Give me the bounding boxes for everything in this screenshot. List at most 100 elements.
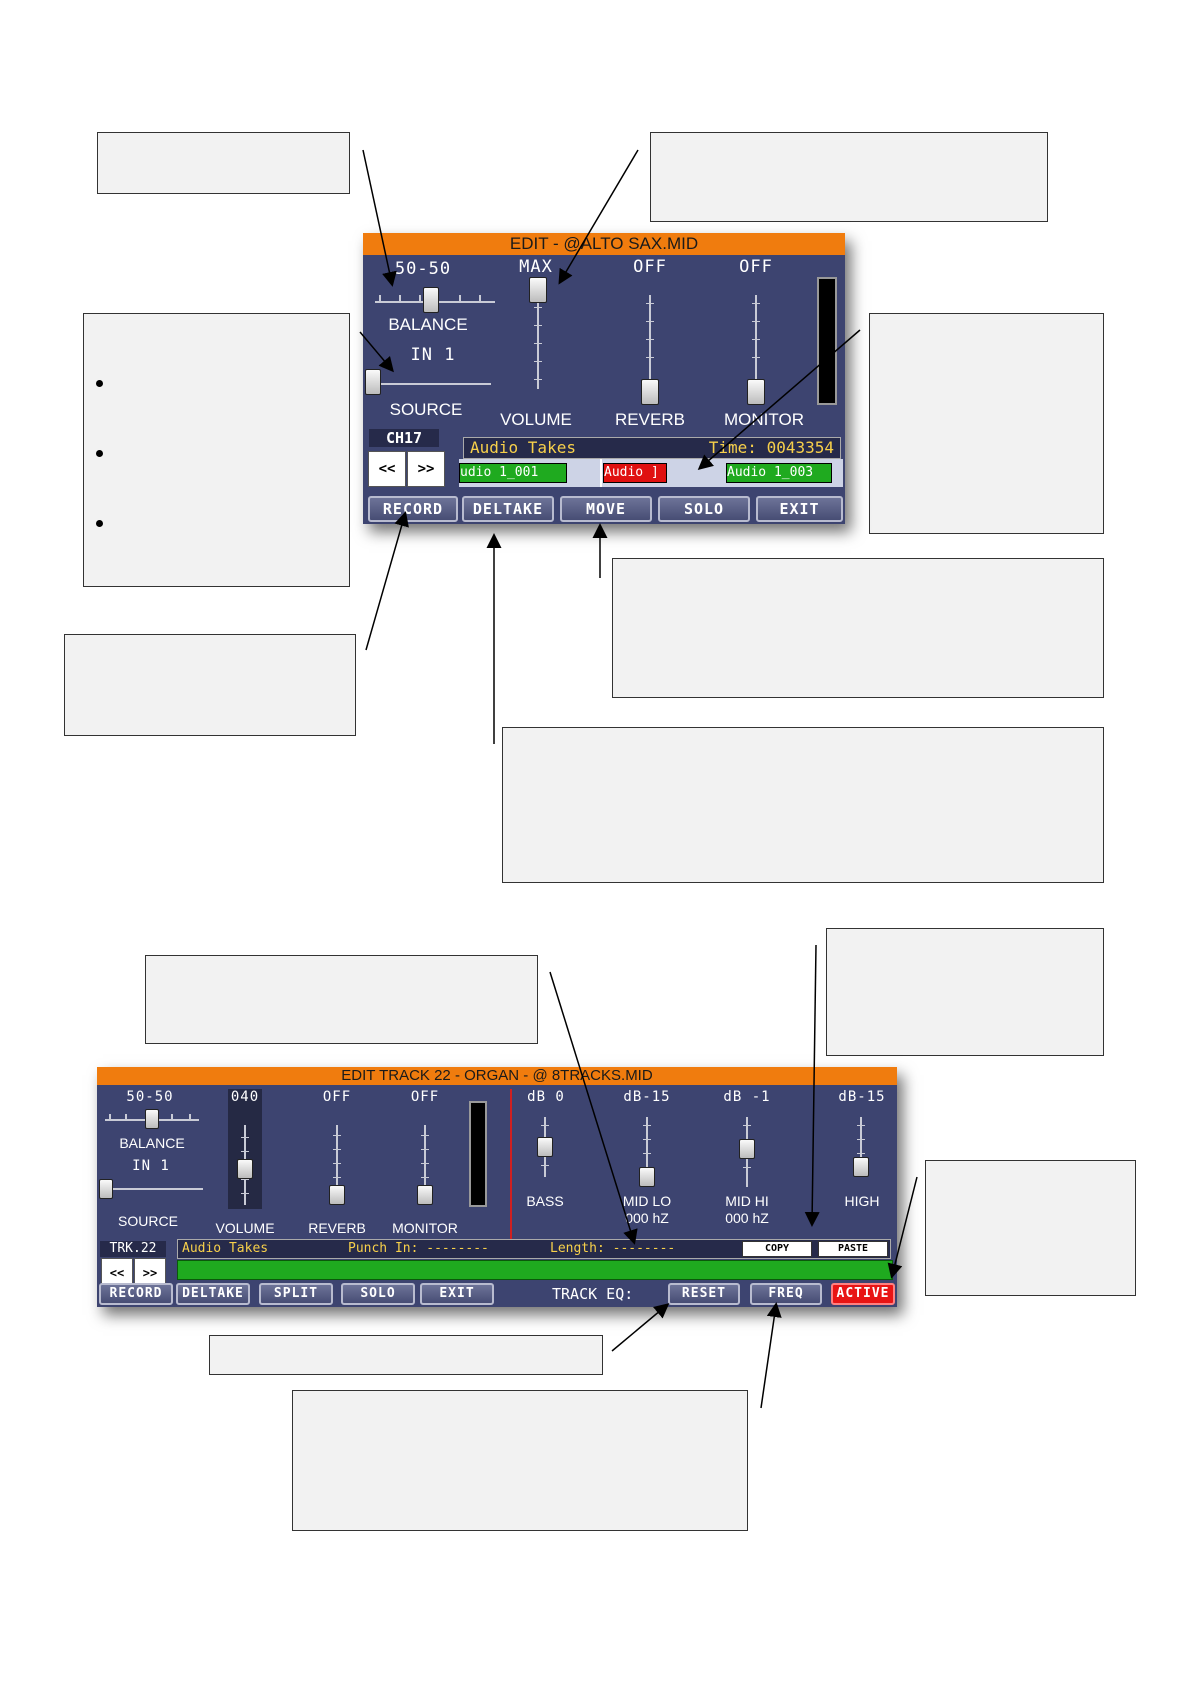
reverb-knob[interactable]: [329, 1185, 345, 1205]
eq-high-value: dB-15: [838, 1089, 886, 1105]
eq-high-label: HIGH: [844, 1193, 880, 1209]
eq-bass-value: dB 0: [527, 1089, 565, 1105]
arrow-reset: [611, 1303, 670, 1352]
channel-label: CH17: [369, 429, 439, 447]
eq-midhi-fader[interactable]: [735, 1117, 759, 1187]
balance-knob[interactable]: [145, 1109, 159, 1129]
source-knob[interactable]: [99, 1179, 113, 1199]
record-button[interactable]: RECORD: [368, 496, 458, 522]
deltake-button[interactable]: DELTAKE: [176, 1283, 250, 1305]
eq-midlo-fader[interactable]: [635, 1117, 659, 1187]
reverb-fader[interactable]: [325, 1125, 349, 1205]
balance-slider[interactable]: [105, 1105, 199, 1133]
source-slider[interactable]: [365, 363, 491, 399]
balance-slider[interactable]: [375, 281, 495, 321]
volume-fader[interactable]: [523, 277, 553, 397]
source-slider[interactable]: [99, 1175, 203, 1203]
callout-deltake: [502, 727, 1104, 883]
source-value: IN 1: [132, 1158, 170, 1174]
reset-button[interactable]: RESET: [668, 1283, 740, 1305]
prev-button[interactable]: <<: [368, 451, 406, 487]
monitor-knob[interactable]: [417, 1185, 433, 1205]
callout-punch: [145, 955, 538, 1044]
callout-balance: [97, 132, 350, 194]
freq-button[interactable]: FREQ: [750, 1283, 822, 1305]
eq-midlo-freq: 000 hZ: [625, 1210, 669, 1226]
callout-move: [612, 558, 1104, 698]
paste-button[interactable]: PASTE: [818, 1241, 888, 1257]
eq-bass-fader[interactable]: [533, 1117, 557, 1177]
eq-midlo-knob[interactable]: [639, 1167, 655, 1187]
audio-takes-header: Audio Takes Punch In: -------- Length: -…: [177, 1239, 891, 1259]
split-button[interactable]: SPLIT: [259, 1283, 333, 1305]
callout-reset: [209, 1335, 603, 1375]
reverb-knob[interactable]: [641, 379, 659, 405]
reverb-label: REVERB: [308, 1220, 366, 1236]
reverb-value: OFF: [633, 257, 667, 277]
eq-high-knob[interactable]: [853, 1157, 869, 1177]
balance-value: 50-50: [126, 1089, 174, 1105]
balance-knob[interactable]: [423, 287, 439, 313]
exit-button[interactable]: EXIT: [756, 496, 843, 522]
eq-bass-label: BASS: [526, 1193, 564, 1209]
take-item[interactable]: udio 1_001: [459, 463, 567, 483]
volume-label: VOLUME: [500, 410, 572, 429]
solo-button[interactable]: SOLO: [658, 496, 750, 522]
next-button[interactable]: >>: [407, 451, 445, 487]
panel-title: EDIT - @ALTO SAX.MID: [363, 233, 845, 255]
panel-title: EDIT TRACK 22 - ORGAN - @ 8TRACKS.MID: [97, 1067, 897, 1085]
track-label: TRK.22: [100, 1241, 166, 1257]
monitor-knob[interactable]: [747, 379, 765, 405]
eq-bass-knob[interactable]: [537, 1137, 553, 1157]
volume-label: VOLUME: [215, 1220, 275, 1236]
monitor-label: MONITOR: [392, 1220, 458, 1236]
monitor-fader[interactable]: [741, 295, 771, 407]
copy-button[interactable]: COPY: [742, 1241, 812, 1257]
callout-active: [925, 1160, 1136, 1296]
monitor-fader[interactable]: [413, 1125, 437, 1205]
solo-button[interactable]: SOLO: [341, 1283, 415, 1305]
takes-title: Audio Takes: [182, 1241, 269, 1256]
callout-bullet: [96, 366, 349, 436]
punch-in: Punch In: --------: [348, 1241, 489, 1256]
level-meter: [817, 277, 837, 405]
volume-knob[interactable]: [237, 1159, 253, 1179]
callout-source: [83, 313, 350, 587]
active-button[interactable]: ACTIVE: [831, 1283, 895, 1305]
record-button[interactable]: RECORD: [99, 1283, 173, 1305]
edit-panel-bottom: EDIT TRACK 22 - ORGAN - @ 8TRACKS.MID 50…: [97, 1067, 897, 1307]
eq-midlo-value: dB-15: [623, 1089, 671, 1105]
volume-value: 040: [230, 1089, 260, 1105]
volume-value: MAX: [519, 257, 553, 277]
source-label: SOURCE: [389, 400, 463, 419]
volume-knob[interactable]: [529, 277, 547, 303]
deltake-button[interactable]: DELTAKE: [462, 496, 554, 522]
reverb-fader[interactable]: [635, 295, 665, 407]
volume-fader[interactable]: [233, 1125, 257, 1205]
source-knob[interactable]: [365, 369, 381, 395]
callout-takes: [869, 313, 1104, 534]
level-meter: [469, 1101, 487, 1207]
callout-copy-paste: [826, 928, 1104, 1056]
take-green-bar[interactable]: [177, 1260, 893, 1280]
callout-bullet: [96, 436, 349, 506]
eq-midhi-knob[interactable]: [739, 1139, 755, 1159]
source-value: IN 1: [410, 345, 456, 365]
exit-button[interactable]: EXIT: [420, 1283, 494, 1305]
take-item[interactable]: Audio ]: [603, 463, 667, 483]
move-button[interactable]: MOVE: [560, 496, 652, 522]
reverb-value: OFF: [322, 1089, 352, 1105]
source-label: SOURCE: [118, 1213, 178, 1229]
eq-midhi-freq: 000 hZ: [725, 1210, 769, 1226]
arrow-freq: [760, 1302, 782, 1409]
monitor-value: OFF: [739, 257, 773, 277]
reverb-label: REVERB: [615, 410, 685, 429]
takes-title: Audio Takes: [470, 438, 576, 457]
edit-panel-top: EDIT - @ALTO SAX.MID 50-50 BALANCE IN 1 …: [363, 233, 845, 524]
callout-freq: [292, 1390, 748, 1531]
callout-bullet: [96, 506, 349, 576]
callout-volume: [650, 132, 1048, 222]
eq-high-fader[interactable]: [849, 1117, 873, 1177]
arrow-record: [365, 511, 409, 651]
take-item[interactable]: Audio 1_003: [726, 463, 832, 483]
